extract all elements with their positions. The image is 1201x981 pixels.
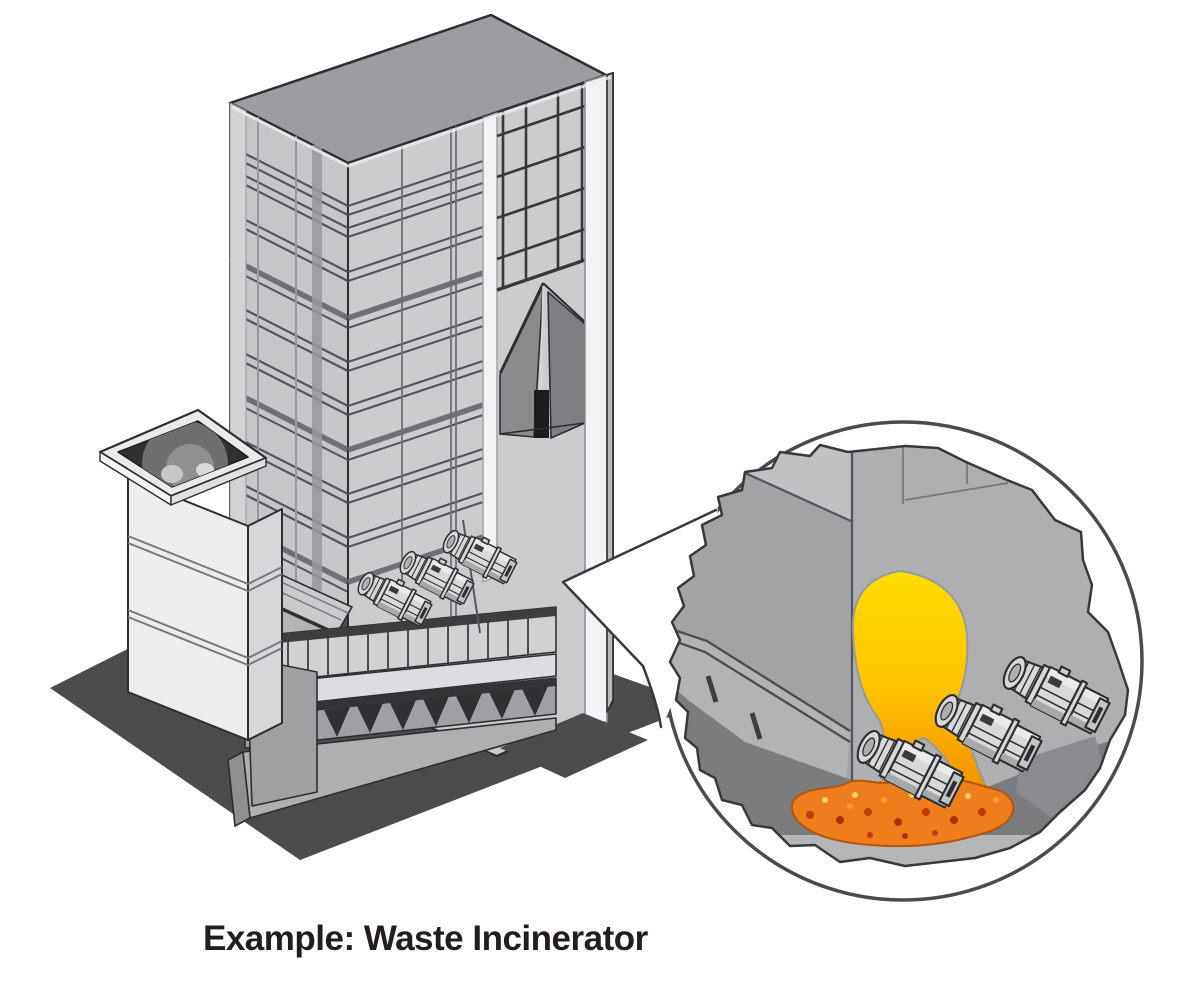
tower-left-edge-strip [229, 102, 247, 558]
ember-bed [791, 778, 1015, 848]
figure-caption: Example: Waste Incinerator [203, 919, 648, 958]
tower-right-face-bands [347, 159, 484, 585]
inset-incline-cleats [705, 675, 763, 740]
hopper-pedestal-side [247, 508, 283, 741]
grate-base-block-side [227, 751, 251, 827]
inset-floor-right-wedge [1016, 736, 1106, 818]
inset-incline-lines [670, 626, 851, 800]
tower-pillar [584, 74, 608, 723]
hopper-pedestal-bands [127, 535, 283, 666]
boiler-tower [228, 13, 614, 758]
tower-base-shadow [500, 713, 648, 778]
feed-chute-slot [534, 390, 549, 438]
tower-left-face-stripe [312, 145, 322, 591]
grate-teeth-top [245, 678, 556, 718]
tower-roof-highlight [231, 75, 612, 168]
tower-right-edge [606, 72, 614, 713]
inset-interior-outline [668, 443, 1130, 868]
tower-lattice-grid [496, 83, 586, 292]
detail-inset [561, 420, 1144, 902]
hopper-rim-lip-right [170, 457, 267, 506]
feed-hopper [98, 408, 283, 741]
feed-chute [499, 282, 586, 439]
tower-left-face-seams [257, 117, 297, 583]
inset-pointer-outline [561, 508, 718, 729]
tower-white-strip [482, 112, 498, 583]
ember-speckles [806, 792, 999, 839]
grate-slat-band-top [248, 607, 556, 646]
